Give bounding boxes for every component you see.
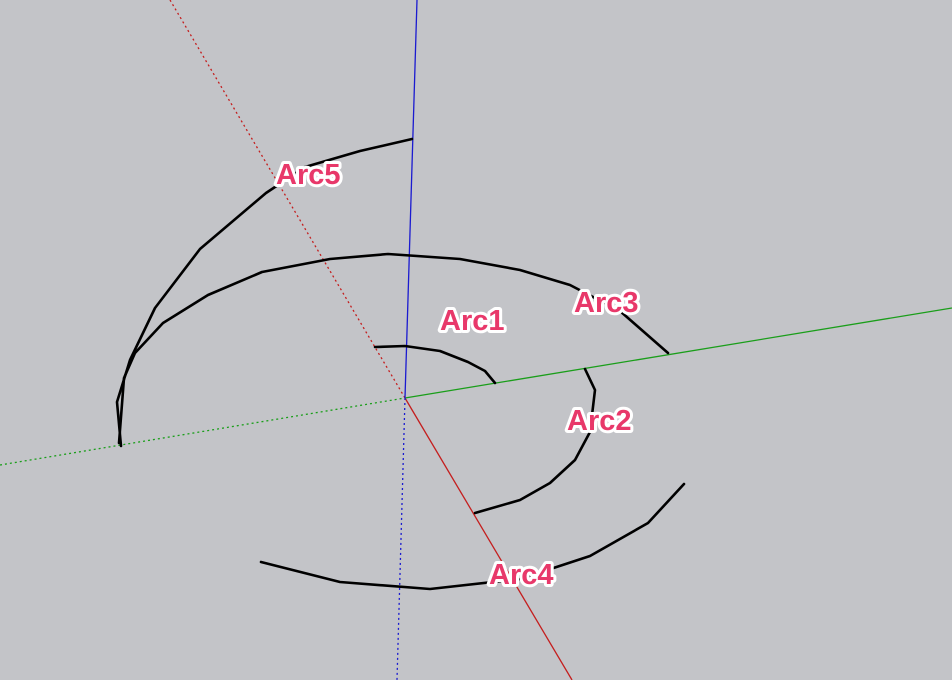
arc4-label: Arc4	[489, 559, 554, 591]
arc3-curve[interactable]	[117, 252, 670, 445]
blue-axis-dotted	[396, 397, 406, 680]
red-axis-dotted	[169, 0, 406, 399]
arc3-label: Arc3	[574, 287, 639, 319]
arc4-curve[interactable]	[259, 482, 686, 591]
blue-axis-solid	[404, 0, 418, 399]
arc5-curve[interactable]	[115, 137, 414, 448]
arc1-curve[interactable]	[373, 344, 497, 385]
arc2-curve[interactable]	[473, 367, 597, 515]
arc2-label: Arc2	[567, 405, 632, 437]
arcs	[115, 137, 686, 591]
arc1-label: Arc1	[440, 305, 505, 337]
arc-labels: Arc1 Arc2 Arc3 Arc4 Arc5	[273, 156, 642, 594]
green-axis-dotted	[0, 397, 406, 466]
red-axis-solid	[404, 397, 573, 680]
arc5-label: Arc5	[276, 159, 341, 191]
